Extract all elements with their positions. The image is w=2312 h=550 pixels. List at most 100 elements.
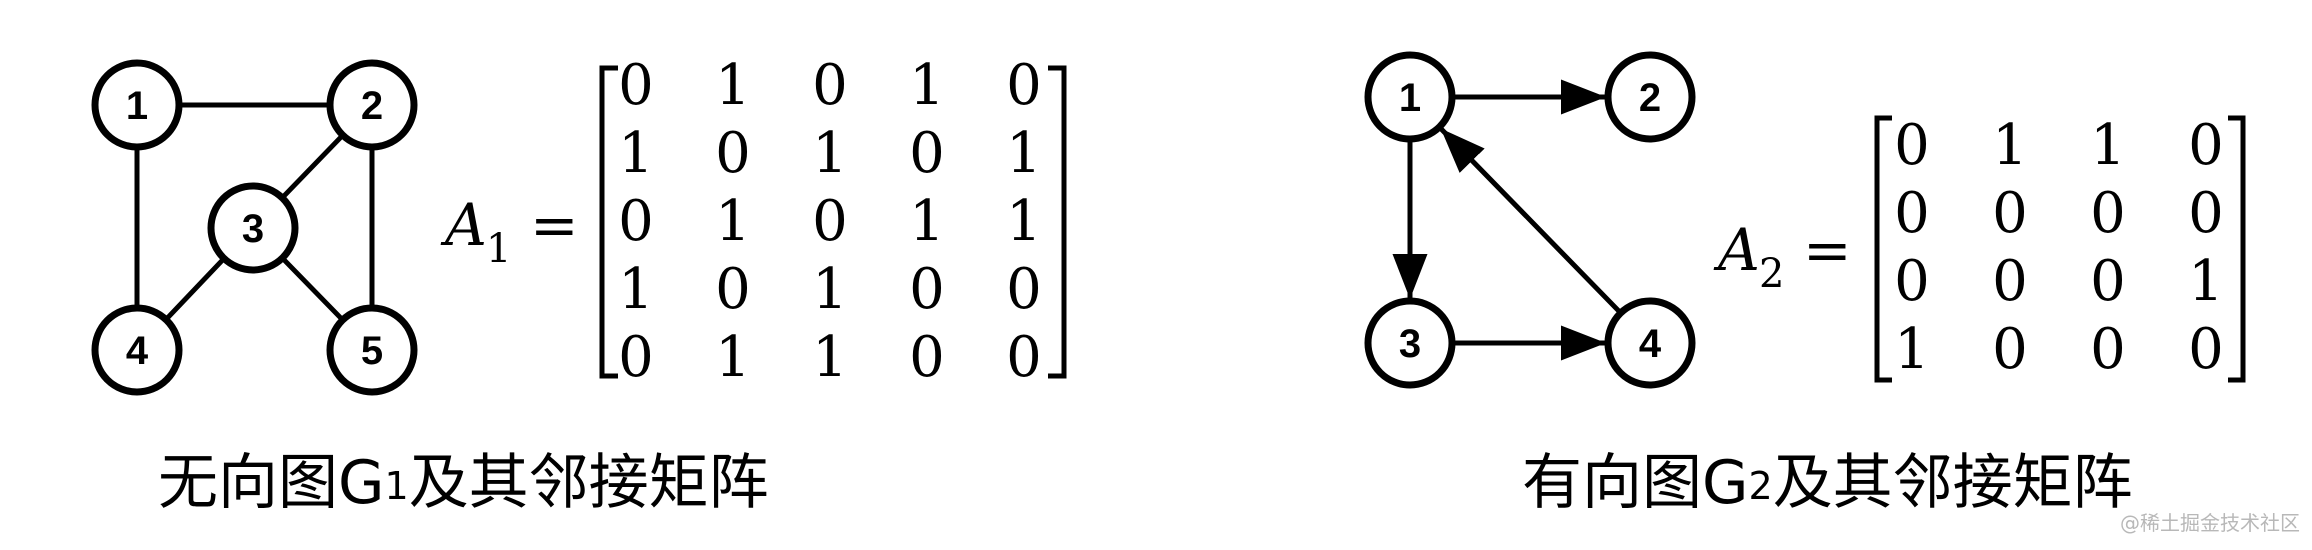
graph2-caption-prefix: 有向图G <box>1522 448 1749 518</box>
graph1-edge-3-4 <box>164 256 226 322</box>
graph1-node-4: 4 <box>91 304 183 396</box>
graph2-edge-4-1 <box>1438 126 1623 315</box>
matrix-a2-subscript: 2 <box>1759 251 1784 297</box>
matrix-a1-cell-3-3: 0 <box>909 257 945 322</box>
matrix-a1-cell-3-0: 1 <box>618 257 654 322</box>
matrix-a1-cell-0-2: 0 <box>812 53 848 118</box>
matrix-a2-cell-1-1: 0 <box>1992 181 2028 246</box>
matrix-a2-cell-0-0: 0 <box>1894 113 1930 178</box>
graph1-node-1-circle <box>91 59 183 151</box>
graph2-caption: 有向图G2及其邻接矩阵 <box>1522 448 2133 518</box>
matrix-a1-cell-1-3: 0 <box>909 121 945 186</box>
matrix-a1-cell-4-0: 0 <box>618 325 654 390</box>
graph1-node-5-circle <box>326 304 418 396</box>
graph2-node-3-circle <box>1364 297 1456 389</box>
graph2-caption-suffix: 及其邻接矩阵 <box>1773 448 2133 518</box>
matrix-a2-cell-3-3: 0 <box>2188 317 2224 382</box>
graph2-node-3-label: 3 <box>1399 322 1421 366</box>
matrix-a2-cell-1-2: 0 <box>2090 181 2126 246</box>
matrix-a2-cell-0-2: 1 <box>2090 113 2126 178</box>
matrix-a1-cell-2-1: 1 <box>715 189 751 254</box>
matrix-a1-cell-0-4: 0 <box>1006 53 1042 118</box>
matrix-a2-cell-0-1: 1 <box>1992 113 2028 178</box>
matrix-a1-cell-1-0: 1 <box>618 121 654 186</box>
matrix-a1-equals: = <box>530 191 579 259</box>
matrix-a2-cell-3-2: 0 <box>2090 317 2126 382</box>
matrix-a2-equals: = <box>1803 216 1852 284</box>
matrix-a2-left-bracket <box>1874 115 1892 383</box>
graph1-node-2-circle <box>326 59 418 151</box>
graph1-node-3: 3 <box>207 182 299 274</box>
graph2-node-2-circle <box>1604 51 1696 143</box>
graph1-caption-subscript: 1 <box>385 464 409 508</box>
matrix-a2-cell-3-1: 0 <box>1992 317 2028 382</box>
matrix-a2-cell-2-0: 0 <box>1894 249 1930 314</box>
graph2-edges <box>1392 79 1623 361</box>
matrix-a1-cell-3-1: 0 <box>715 257 751 322</box>
matrix-a2-right-bracket <box>2228 115 2246 383</box>
graph1-caption-prefix: 无向图G <box>158 448 385 518</box>
graph2-node-1-circle <box>1364 51 1456 143</box>
matrix-a2-cell-1-3: 0 <box>2188 181 2224 246</box>
matrix-a1-left-bracket <box>599 65 618 379</box>
graph1-node-2-label: 2 <box>361 84 383 128</box>
graph1-edge-3-5 <box>280 256 345 322</box>
graph1-node-3-label: 3 <box>242 207 264 251</box>
matrix-a1-cell-2-4: 1 <box>1006 189 1042 254</box>
graph1-edges <box>134 102 375 322</box>
matrix-a2-cell-1-0: 0 <box>1894 181 1930 246</box>
matrix-a1-subscript: 1 <box>486 226 511 272</box>
watermark: @稀土掘金技术社区 <box>2120 511 2300 535</box>
graph2-node-2-label: 2 <box>1639 76 1661 120</box>
matrix-a1-cell-0-0: 0 <box>618 53 654 118</box>
graph1-node-5: 5 <box>326 304 418 396</box>
matrix-a2-cell-2-1: 0 <box>1992 249 2028 314</box>
matrix-a1-cell-1-4: 1 <box>1006 121 1042 186</box>
matrix-a1-right-bracket <box>1048 65 1067 379</box>
matrix-a1-cell-4-2: 1 <box>812 325 848 390</box>
graph1-node-4-circle <box>91 304 183 396</box>
graph1-caption-suffix: 及其邻接矩阵 <box>409 448 769 518</box>
matrix-a1-cell-1-1: 0 <box>715 121 751 186</box>
matrix-a1-cell-3-4: 0 <box>1006 257 1042 322</box>
matrix-a2-name: A <box>1713 216 1760 284</box>
graph1-node-4-label: 4 <box>126 329 149 373</box>
graph2-caption-subscript: 2 <box>1749 464 1773 508</box>
graph1-caption: 无向图G1及其邻接矩阵 <box>158 448 769 518</box>
graph1-node-2: 2 <box>326 59 418 151</box>
matrix-a2-cell-2-2: 0 <box>2090 249 2126 314</box>
matrix-a2-cell-2-3: 1 <box>2188 249 2224 314</box>
graph1-node-1: 1 <box>91 59 183 151</box>
matrix-a1-cell-4-3: 0 <box>909 325 945 390</box>
graph2-node-4-label: 4 <box>1639 322 1662 366</box>
matrix-a1-cell-0-3: 1 <box>909 53 945 118</box>
graph2-node-3: 3 <box>1364 297 1456 389</box>
matrix-a1-cell-2-3: 1 <box>909 189 945 254</box>
matrix-a2-cell-0-3: 0 <box>2188 113 2224 178</box>
matrix-a2-cell-3-0: 1 <box>1894 317 1930 382</box>
graph2-node-1-label: 1 <box>1399 76 1421 120</box>
graph2-node-1: 1 <box>1364 51 1456 143</box>
graph2-node-4: 4 <box>1604 297 1696 389</box>
graph1-nodes: 1 2 3 4 5 <box>91 59 418 396</box>
graph1-node-1-label: 1 <box>126 84 148 128</box>
matrix-a1-cell-4-1: 1 <box>715 325 751 390</box>
graph1-edge-2-3 <box>280 133 345 200</box>
matrix-a1-cell-4-4: 0 <box>1006 325 1042 390</box>
matrix-a1-cell-2-0: 0 <box>618 189 654 254</box>
matrix-a1-cell-0-1: 1 <box>715 53 751 118</box>
graph2-node-2: 2 <box>1604 51 1696 143</box>
matrix-a1-name: A <box>440 191 487 259</box>
matrix-a1-cell-1-2: 1 <box>812 121 848 186</box>
graph1-node-3-circle <box>207 182 299 274</box>
matrix-a1-cell-3-2: 1 <box>812 257 848 322</box>
graph1-node-5-label: 5 <box>361 329 383 373</box>
graph2-nodes: 1 2 3 4 <box>1364 51 1696 389</box>
graph2-node-4-circle <box>1604 297 1696 389</box>
matrix-a1-cell-2-2: 0 <box>812 189 848 254</box>
